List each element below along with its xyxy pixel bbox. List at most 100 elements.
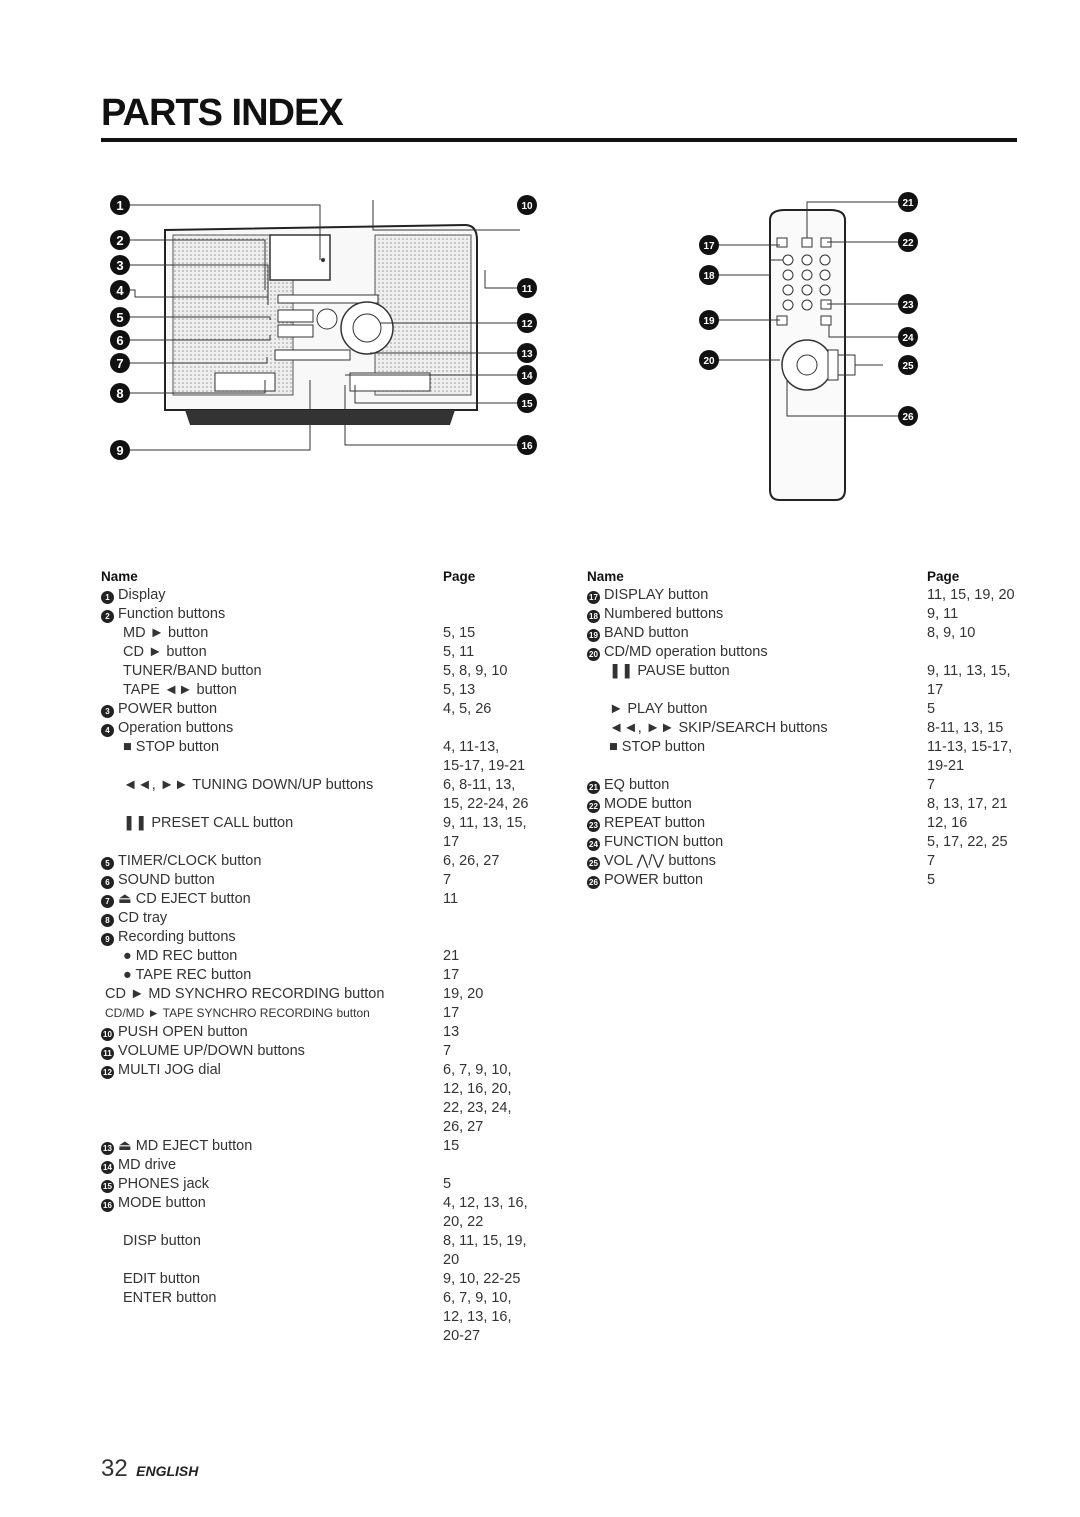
page-ref: 6, 8-11, 13, 15, 22-24, 26 [443,777,529,812]
number-badge: 18 [587,610,600,623]
callout-badges-remote: 21 17 22 18 23 19 24 20 25 26 [699,192,918,426]
page-ref: 9, 11, 13, 15, 17 [927,663,1011,698]
svg-text:19: 19 [703,316,715,327]
list-item: 13⏏ MD EJECT button [101,1137,252,1156]
svg-text:26: 26 [902,412,914,423]
number-badge: 8 [101,914,114,927]
list-item: ► PLAY button [609,701,708,717]
callout-badges-main: 1 2 3 4 5 6 7 8 9 10 11 12 13 14 15 16 [110,195,537,460]
page-ref: 5 [443,1176,452,1192]
number-badge: 1 [101,591,114,604]
main-unit-diagram: 1 2 3 4 5 6 7 8 9 10 11 12 13 14 15 16 [110,195,537,460]
number-badge: 23 [587,819,600,832]
page-ref: 7 [443,1043,452,1059]
page-ref: 5, 17, 22, 25 [927,834,1008,850]
page-ref: 5 [927,872,936,888]
svg-text:20: 20 [703,356,715,367]
number-badge: 11 [101,1047,114,1060]
page-ref: 6, 7, 9, 10, 12, 16, 20, 22, 23, 24, 26,… [443,1062,512,1135]
page-ref: 5, 15 [443,625,476,641]
svg-text:4: 4 [116,283,124,298]
page-ref: 8, 13, 17, 21 [927,796,1008,812]
number-badge: 22 [587,800,600,813]
number-badge: 25 [587,857,600,870]
page-ref: 17 [443,967,460,983]
name-header: Name [101,569,138,584]
list-item: TAPE ◄► button [123,682,237,698]
number-badge: 7 [101,895,114,908]
list-item: CD ► MD SYNCHRO RECORDING button [105,986,385,1002]
page-ref: 11-13, 15-17, 19-21 [927,739,1013,774]
svg-text:3: 3 [116,258,123,273]
page-ref: 7 [443,872,452,888]
page-ref: 4, 5, 26 [443,701,492,717]
page-ref: 12, 16 [927,815,968,831]
svg-text:6: 6 [116,333,123,348]
page-ref: 15 [443,1138,460,1154]
number-badge: 17 [587,591,600,604]
svg-text:5: 5 [116,310,123,325]
number-badge: 20 [587,648,600,661]
page-ref: 17 [443,1005,460,1021]
svg-text:11: 11 [522,284,533,295]
number-badge: 2 [101,610,114,623]
svg-text:13: 13 [521,349,533,360]
page-footer: 32 ENGLISH [101,1455,198,1483]
svg-text:8: 8 [116,386,123,401]
page-ref: 6, 26, 27 [443,853,500,869]
number-badge: 6 [101,876,114,889]
list-item: MD ► button [123,625,209,641]
list-item: ENTER button [123,1290,217,1306]
number-badge: 19 [587,629,600,642]
svg-text:9: 9 [116,443,123,458]
page-ref: 4, 11-13, 15-17, 19-21 [443,739,526,774]
svg-text:22: 22 [902,238,914,249]
page-ref: 19, 20 [443,986,484,1002]
list-item: 7⏏ CD EJECT button [101,890,251,909]
svg-text:25: 25 [902,361,914,372]
list-item: DISP button [123,1233,201,1249]
svg-text:18: 18 [703,271,715,282]
title-divider [101,138,1017,142]
language-label: ENGLISH [136,1463,199,1479]
svg-text:2: 2 [116,233,123,248]
svg-text:10: 10 [521,201,533,212]
svg-text:1: 1 [116,198,123,213]
number-badge: 26 [587,876,600,889]
list-item: ● MD REC button [123,948,238,964]
list-item: ❚❚ PAUSE button [609,663,730,679]
number-badge: 10 [101,1028,114,1041]
page-ref: 8, 9, 10 [927,625,976,641]
page-ref: 5, 8, 9, 10 [443,663,508,679]
number-badge: 3 [101,705,114,718]
svg-text:15: 15 [521,399,533,410]
svg-text:16: 16 [521,441,533,452]
page-header: Page [927,569,960,584]
page-ref: 13 [443,1024,460,1040]
page-header: Page [443,569,476,584]
number-badge: 14 [101,1161,114,1174]
number-badge: 4 [101,724,114,737]
number-badge: 21 [587,781,600,794]
list-item: ■ STOP button [123,739,220,755]
number-badge: 13 [101,1142,114,1155]
list-item: ❚❚ PRESET CALL button [123,815,294,831]
page-ref: 9, 10, 22-25 [443,1271,521,1287]
page-title: PARTS INDEX [101,92,344,134]
page-ref: 5, 11 [443,644,475,660]
